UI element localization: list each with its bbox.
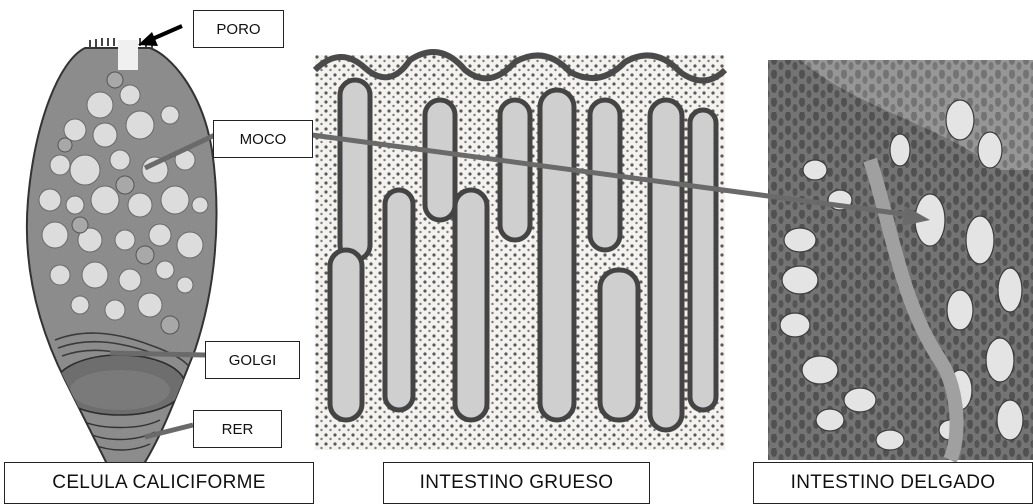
large-intestine-micrograph [315, 52, 725, 450]
goblet-cell [27, 38, 217, 482]
moco-label: MOCO [213, 120, 313, 158]
caption-intestino-delgado: INTESTINO DELGADO [753, 462, 1033, 504]
golgi-label: GOLGI [205, 341, 300, 379]
golgi-pointer-line [110, 353, 205, 355]
caption-celula-caliciforme: CELULA CALICIFORME [4, 462, 314, 504]
rer-label: RER [193, 410, 282, 448]
caption-intestino-grueso: INTESTINO GRUESO [383, 462, 650, 504]
poro-label: PORO [193, 10, 284, 48]
poro-arrow-icon [138, 26, 182, 46]
small-intestine-micrograph [768, 60, 1033, 460]
